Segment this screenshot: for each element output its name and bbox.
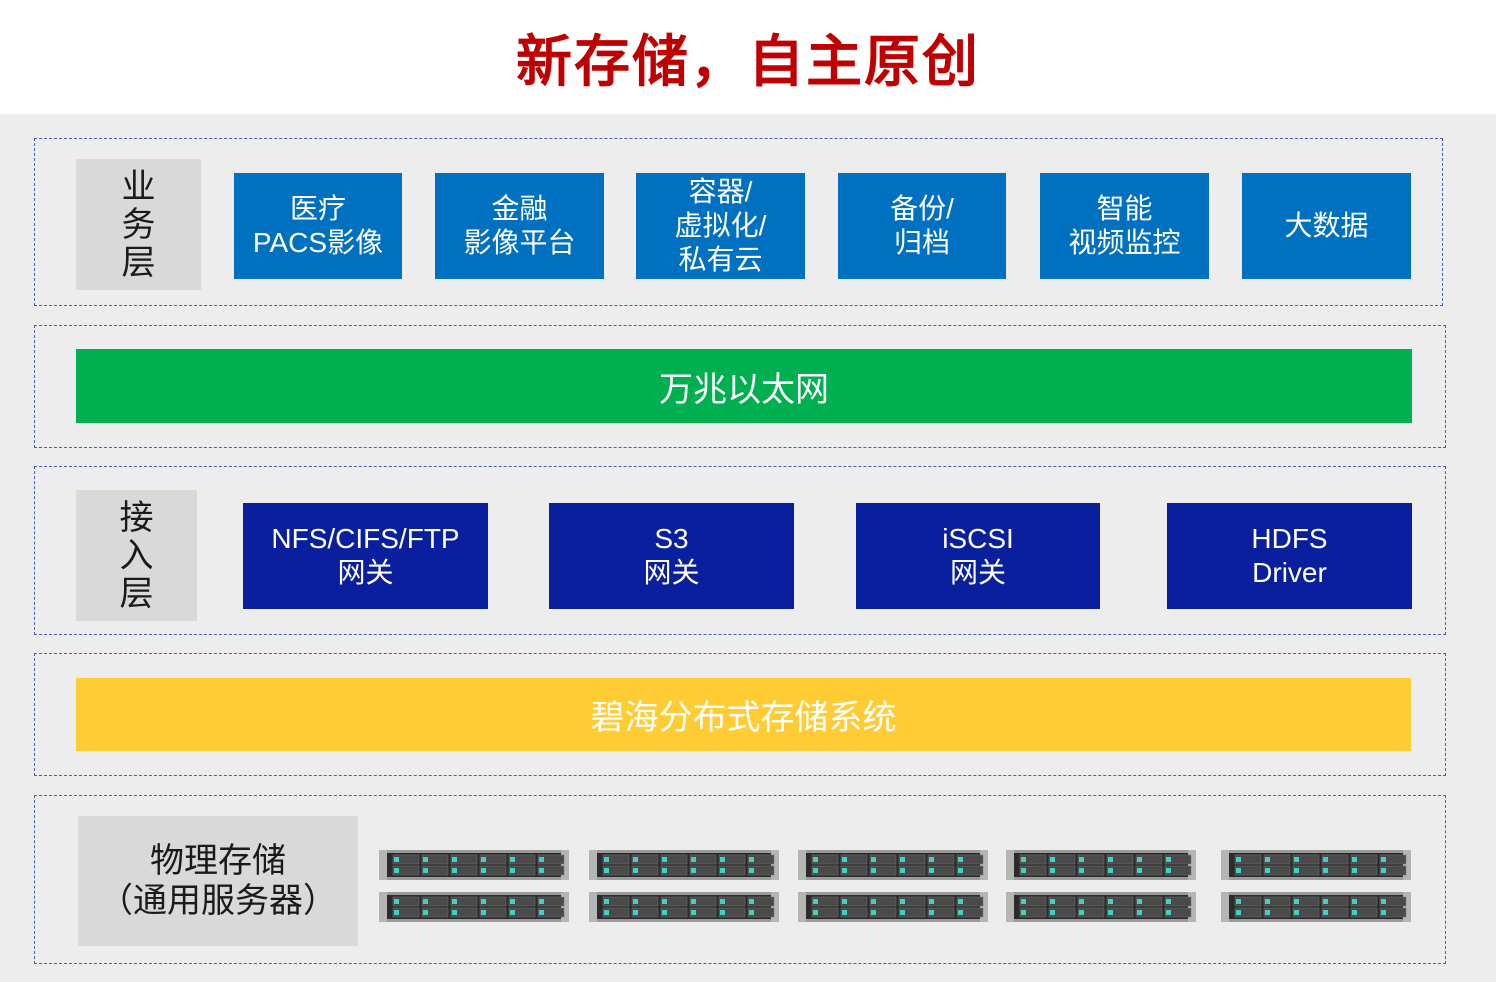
storage-bar: 碧海分布式存储系统 (76, 678, 1411, 751)
business-box-container: 容器/ 虚拟化/ 私有云 (636, 173, 805, 279)
business-layer-label-char: 业 (121, 167, 156, 206)
rack-server-icon (798, 892, 988, 922)
business-box-finance: 金融 影像平台 (435, 173, 604, 279)
physical-layer (34, 795, 1446, 964)
access-layer (34, 466, 1446, 635)
access-box-nfs-gateway: NFS/CIFS/FTP 网关 (243, 503, 488, 609)
business-box-video-surveillance: 智能 视频监控 (1040, 173, 1209, 279)
page-title-bar: 新存储，自主原创 (0, 0, 1496, 114)
business-layer-label: 业 务 层 (76, 159, 201, 290)
access-layer-label-char: 接 (119, 498, 154, 537)
physical-layer-label-line1: 物理存储 (150, 842, 286, 880)
rack-server-icon (798, 850, 988, 880)
physical-layer-label-line2: （通用服务器） (99, 882, 337, 920)
architecture-panel: 业 务 层 医疗 PACS影像 金融 影像平台 容器/ 虚拟化/ 私有云 备份/… (0, 114, 1496, 982)
network-bar: 万兆以太网 (76, 349, 1412, 423)
business-box-pacs: 医疗 PACS影像 (234, 173, 402, 279)
business-layer-label-char: 层 (121, 243, 156, 282)
rack-server-icon (379, 850, 569, 880)
access-box-hdfs-driver: HDFS Driver (1167, 503, 1412, 609)
rack-server-icon (1221, 850, 1411, 880)
rack-server-icon (379, 892, 569, 922)
access-box-iscsi-gateway: iSCSI 网关 (856, 503, 1100, 609)
network-layer (34, 325, 1446, 448)
access-layer-label-char: 层 (119, 574, 154, 613)
rack-server-icon (1006, 850, 1196, 880)
rack-server-icon (589, 850, 779, 880)
rack-server-icon (589, 892, 779, 922)
business-layer (34, 138, 1443, 306)
storage-layer (34, 653, 1446, 776)
access-layer-label: 接 入 层 (76, 490, 197, 621)
page-title: 新存储，自主原创 (516, 29, 980, 93)
access-layer-label-char: 入 (119, 536, 154, 575)
business-layer-label-char: 务 (121, 205, 156, 244)
rack-server-icon (1006, 892, 1196, 922)
rack-server-icon (1221, 892, 1411, 922)
access-box-s3-gateway: S3 网关 (549, 503, 794, 609)
business-box-backup: 备份/ 归档 (838, 173, 1006, 279)
physical-layer-label: 物理存储 （通用服务器） (78, 816, 358, 946)
business-box-big-data: 大数据 (1242, 173, 1411, 279)
